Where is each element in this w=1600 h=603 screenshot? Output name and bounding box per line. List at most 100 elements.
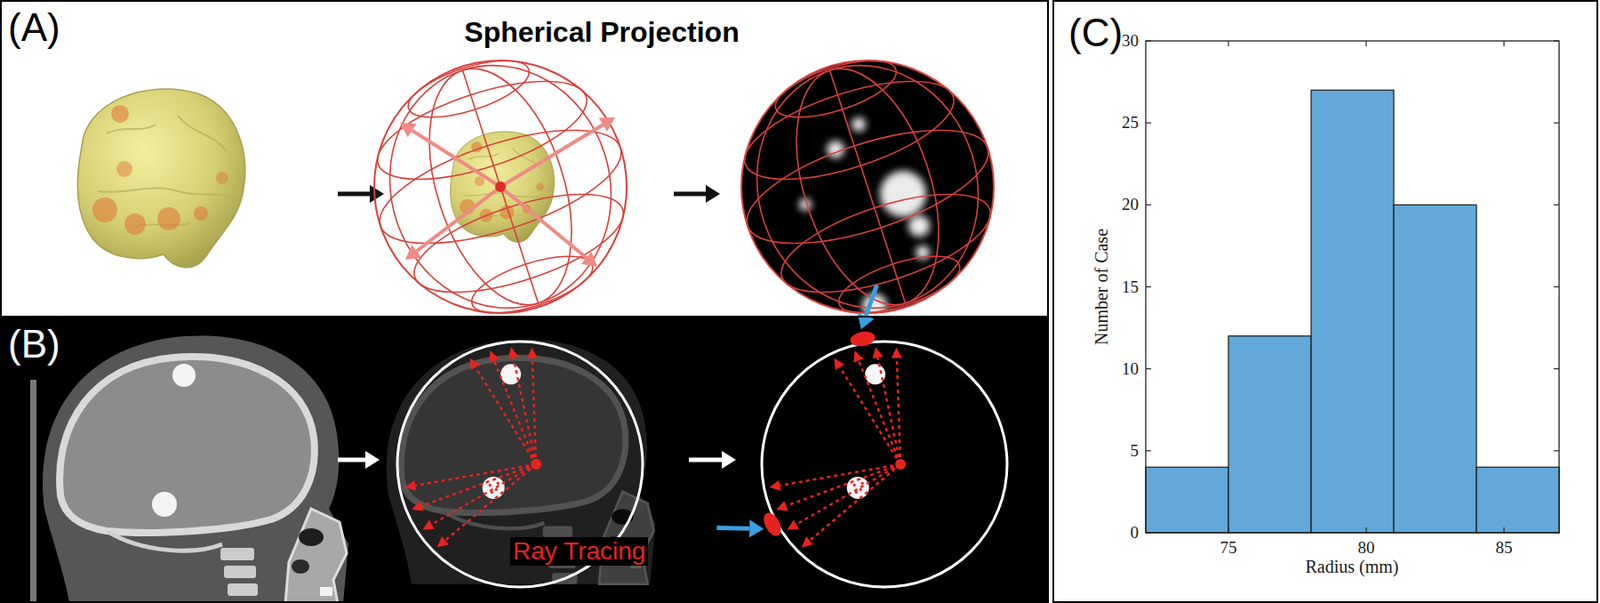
ray-shaft [878, 357, 901, 464]
ray-shaft [858, 360, 901, 464]
ray-shaft [896, 358, 901, 464]
ray-origin [895, 458, 906, 470]
ray-head [422, 519, 434, 529]
sphere-grid [342, 29, 659, 344]
axis-title: Number of Case [1091, 227, 1112, 344]
brain-model [450, 131, 555, 242]
projection-ray-shaft [500, 124, 603, 187]
histogram-bar [1476, 466, 1560, 533]
ray-shaft [421, 464, 536, 506]
lesion [864, 363, 886, 384]
axis-title: Radius (mm) [1305, 556, 1400, 577]
lesion-blob [880, 170, 927, 217]
pointer-arrow-shaft [716, 525, 750, 531]
projected-lesions [799, 117, 930, 319]
tick-mark [1553, 40, 1560, 41]
tick-mark [1145, 40, 1152, 41]
ray-head [469, 358, 480, 370]
tick-mark [1145, 122, 1152, 124]
flow-arrow-shaft [673, 192, 706, 197]
flow-arrow-head [705, 184, 720, 203]
histogram-bar [1393, 204, 1477, 533]
ray-shaft [779, 464, 901, 486]
projected-spot [848, 329, 876, 349]
lesion [500, 363, 521, 384]
panel-letter: (A) [8, 5, 61, 51]
lesion [152, 491, 177, 517]
panel-letter: (B) [8, 321, 61, 368]
sample-dot [496, 481, 500, 485]
flow-arrow-head [721, 450, 736, 469]
projection-ray-shaft [411, 130, 501, 187]
tick-mark [1553, 531, 1560, 533]
ray-shaft [494, 360, 536, 464]
ray-head [776, 500, 788, 511]
ray-shaft [513, 357, 536, 464]
tick-label: 85 [1496, 537, 1513, 558]
sample-dot [861, 481, 864, 485]
sphere-grid [709, 29, 1026, 344]
ray-shaft [415, 464, 536, 486]
plot-frame [1145, 40, 1560, 533]
ray-head [405, 480, 417, 491]
histogram-bar [1145, 466, 1229, 533]
ray-head [508, 346, 520, 359]
tick-mark [1145, 204, 1152, 206]
tick-label: 10 [1121, 359, 1139, 379]
ray-shaft [532, 358, 536, 464]
tick-label: 75 [1220, 537, 1238, 558]
projection-circle [761, 341, 1008, 587]
longitude-line [358, 36, 642, 337]
tick-mark [1145, 286, 1152, 288]
ray-head [833, 358, 844, 370]
ray-head [786, 519, 799, 529]
tick-label: 5 [1130, 440, 1140, 461]
panel-box: (B)Ray Tracing [0, 315, 1049, 603]
flow-arrow-shaft [688, 457, 722, 463]
histogram-bar [1228, 336, 1312, 533]
projection-ray-head [599, 117, 616, 132]
ct-left [42, 336, 349, 601]
sample-dot [859, 488, 863, 491]
panel-title: Spherical Projection [464, 16, 739, 49]
head-rest-bar [30, 379, 37, 601]
histogram-bar [1311, 89, 1394, 533]
ray-shaft [475, 367, 536, 464]
flow-arrow-head [365, 450, 380, 469]
projection-sphere [374, 60, 627, 313]
ray-head [488, 350, 499, 362]
flow-arrow-shaft [337, 457, 366, 463]
longitude-line [725, 36, 1009, 337]
projection-ray-head [400, 122, 416, 137]
tick-mark [1553, 286, 1560, 288]
projection-ray-shaft [416, 186, 501, 251]
ray-shaft [840, 367, 901, 464]
brain-model [77, 88, 246, 268]
tick-label: 80 [1358, 537, 1376, 558]
flow-arrow-head [369, 184, 384, 203]
lesion [172, 363, 196, 387]
ray-head [891, 347, 903, 359]
lesion-blob [851, 117, 866, 132]
tick-mark [1553, 122, 1560, 124]
projection-ray-shaft [500, 186, 587, 258]
panel-letter: (C) [1068, 10, 1123, 56]
tick-mark [1145, 531, 1152, 533]
ct-images [30, 336, 656, 601]
projected-spot [760, 509, 784, 538]
tick-mark [1365, 527, 1367, 533]
longitude-line [402, 50, 599, 323]
projection-ray-head [405, 244, 422, 260]
tick-mark [1145, 368, 1152, 369]
ray-head [411, 500, 424, 511]
pointer-arrow-head [749, 519, 764, 537]
tick-label: 30 [1121, 31, 1139, 51]
ray-head [437, 536, 449, 547]
ray-shaft [445, 464, 536, 541]
sphere-center [495, 181, 506, 192]
tick-mark [1553, 449, 1560, 451]
tick-mark [1503, 40, 1504, 47]
